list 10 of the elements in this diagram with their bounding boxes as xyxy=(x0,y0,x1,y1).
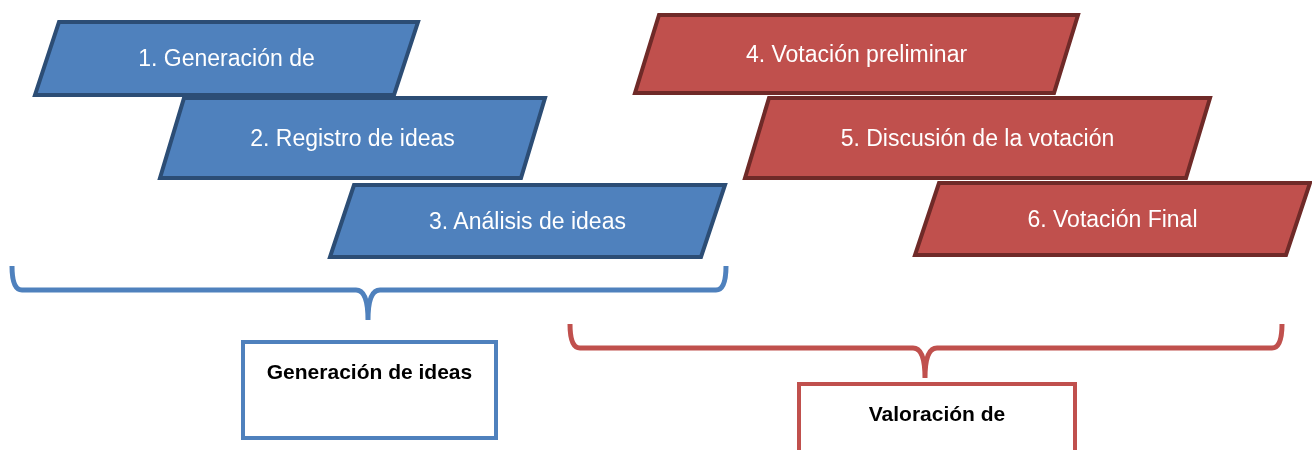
box-title: Valoración de xyxy=(868,401,1006,427)
box-title: Generación de ideas xyxy=(266,359,473,385)
step-label: 1. Generación de xyxy=(138,45,315,72)
title-box xyxy=(241,340,498,440)
step-label: 4. Votación preliminar xyxy=(745,40,968,68)
step-label: 5. Discusión de la votación xyxy=(840,124,1115,152)
step-label: 2. Registro de ideas xyxy=(250,124,455,152)
title-box xyxy=(797,382,1077,450)
step-label: 3. Análisis de ideas xyxy=(429,207,626,235)
step-label: 6. Votación Final xyxy=(1027,205,1198,233)
